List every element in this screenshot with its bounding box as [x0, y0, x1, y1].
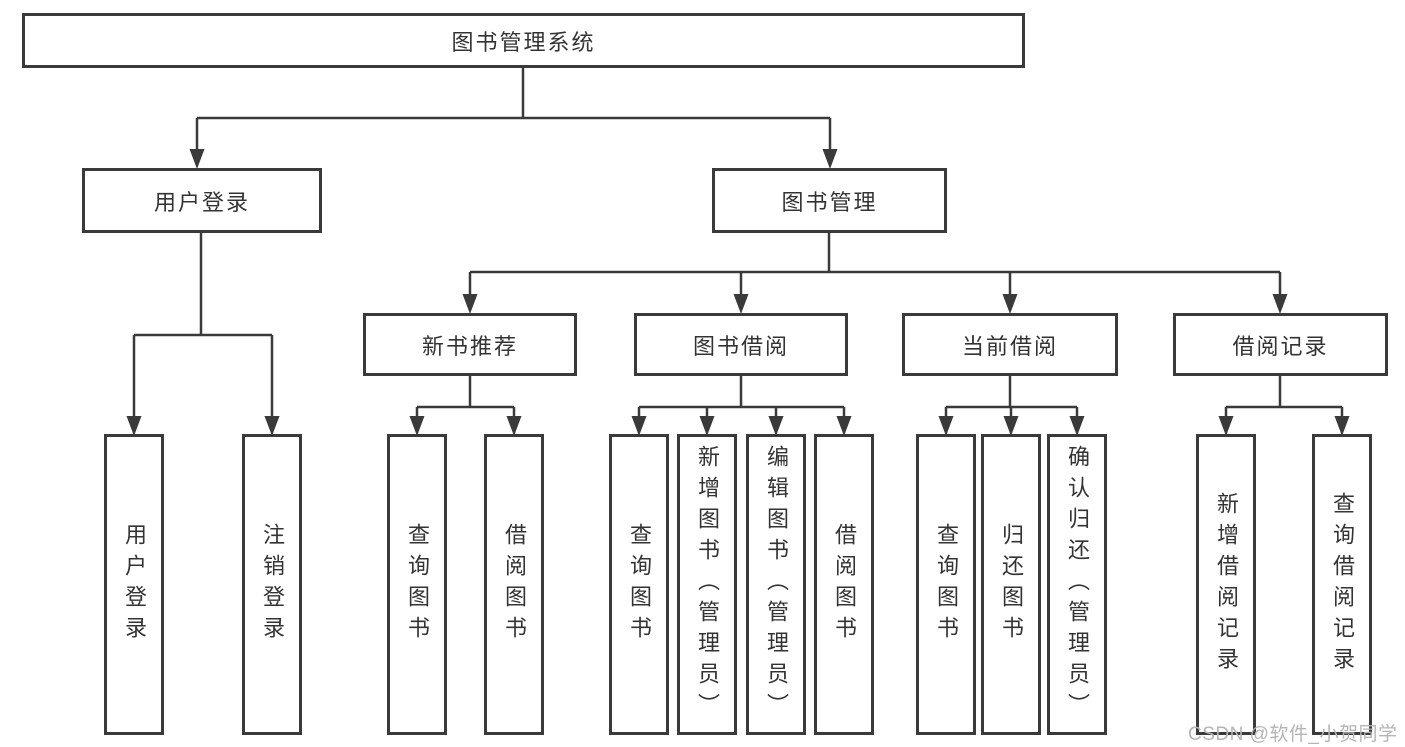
leaf-record-query-borrow-record: 查询借阅记录: [1312, 434, 1372, 735]
leaf-logout-login: 注销登录: [242, 434, 302, 735]
node-book-management-label: 图书管理: [781, 189, 878, 215]
leaf-current-confirm-return-admin-label: 确认归还（管理员）: [1065, 445, 1090, 724]
leaf-user-login: 用户登录: [104, 434, 164, 735]
leaf-current-confirm-return-admin: 确认归还（管理员）: [1047, 434, 1107, 735]
leaf-recommend-borrow-book-label: 借阅图书: [502, 522, 527, 647]
leaf-record-query-borrow-record-label: 查询借阅记录: [1330, 491, 1355, 678]
node-new-book-recommend: 新书推荐: [363, 313, 577, 376]
node-borrow-record: 借阅记录: [1173, 313, 1388, 376]
node-borrow-record-label: 借阅记录: [1232, 333, 1329, 359]
leaf-borrow-query-book: 查询图书: [609, 434, 669, 735]
leaf-borrow-query-book-label: 查询图书: [627, 522, 652, 647]
leaf-recommend-query-book: 查询图书: [387, 434, 447, 735]
node-current-borrow-label: 当前借阅: [961, 333, 1058, 359]
node-new-book-recommend-label: 新书推荐: [421, 333, 518, 359]
node-root-label: 图书管理系统: [451, 29, 596, 55]
node-user-login-label: 用户登录: [153, 189, 250, 215]
leaf-recommend-borrow-book: 借阅图书: [484, 434, 544, 735]
leaf-user-login-label: 用户登录: [122, 522, 147, 647]
leaf-recommend-query-book-label: 查询图书: [405, 522, 430, 647]
leaf-record-add-borrow-record: 新增借阅记录: [1196, 434, 1256, 735]
leaf-borrow-borrow-book: 借阅图书: [814, 434, 874, 735]
leaf-current-query-book: 查询图书: [916, 434, 976, 735]
node-book-management: 图书管理: [712, 168, 947, 233]
leaf-current-return-book-label: 归还图书: [999, 522, 1024, 647]
leaf-borrow-borrow-book-label: 借阅图书: [832, 522, 857, 647]
node-current-borrow: 当前借阅: [902, 313, 1118, 376]
node-book-borrow-label: 图书借阅: [692, 333, 789, 359]
leaf-borrow-edit-book-admin-label: 编辑图书（管理员）: [764, 445, 789, 724]
watermark-text: CSDN @软件_小贺同学: [1188, 724, 1398, 745]
node-root: 图书管理系统: [22, 13, 1025, 68]
leaf-record-add-borrow-record-label: 新增借阅记录: [1214, 491, 1239, 678]
node-user-login: 用户登录: [82, 168, 322, 233]
leaf-borrow-edit-book-admin: 编辑图书（管理员）: [746, 434, 806, 735]
leaf-logout-login-label: 注销登录: [260, 522, 285, 647]
leaf-current-return-book: 归还图书: [981, 434, 1041, 735]
leaf-borrow-add-book-admin: 新增图书（管理员）: [677, 434, 737, 735]
node-book-borrow: 图书借阅: [634, 313, 848, 376]
leaf-borrow-add-book-admin-label: 新增图书（管理员）: [695, 445, 720, 724]
leaf-current-query-book-label: 查询图书: [934, 522, 959, 647]
